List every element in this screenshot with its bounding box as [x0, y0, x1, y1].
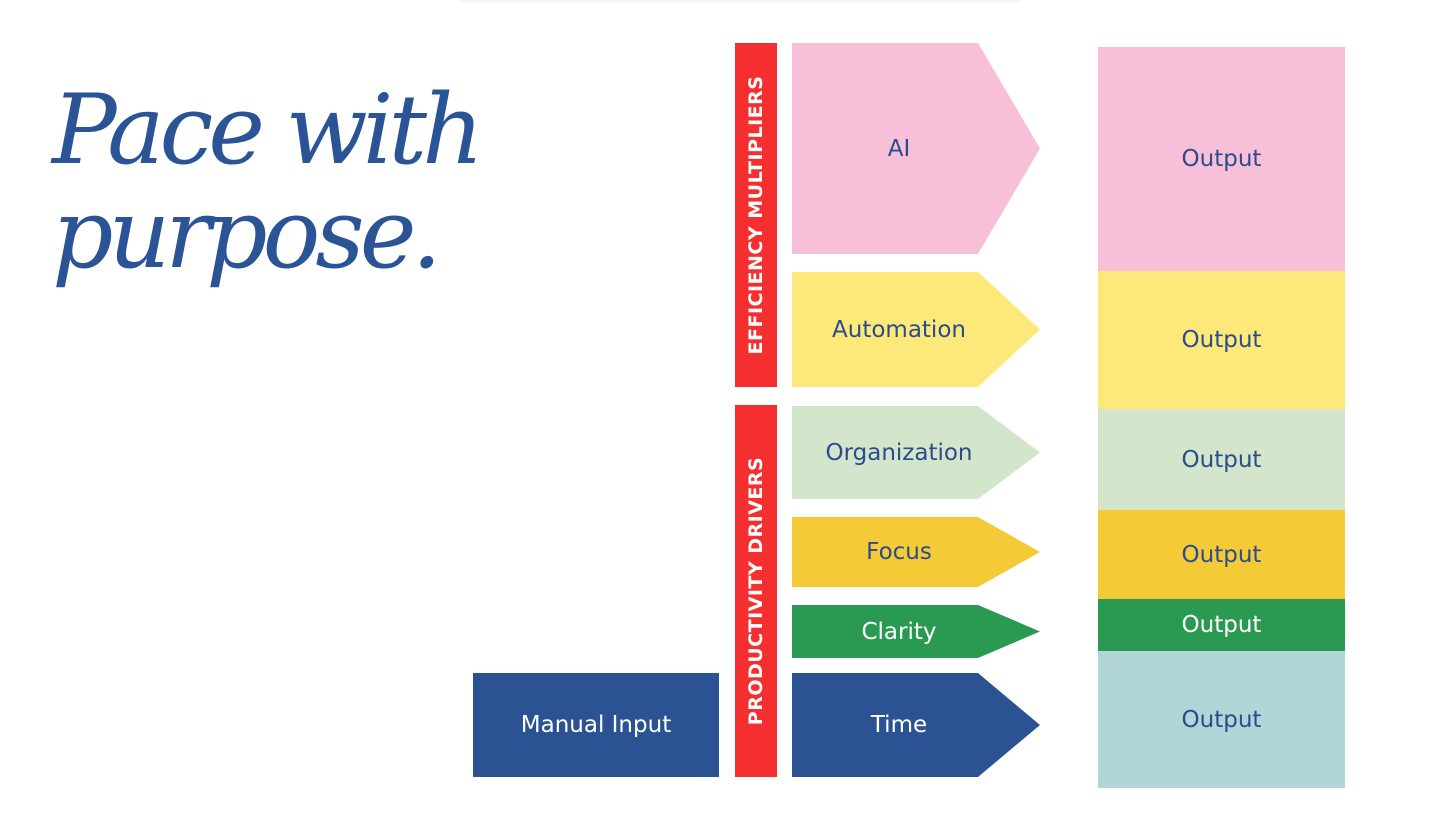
title-line-1: Pace with [52, 74, 484, 186]
driver-arrow-focus: Focus [792, 517, 1040, 587]
driver-label-organization: Organization [825, 439, 973, 466]
manual-input-block: Manual Input [473, 673, 719, 777]
page-title: Pace with purpose. [52, 74, 484, 290]
driver-arrow-time: Time [792, 673, 1040, 777]
output-block-focus: Output [1098, 510, 1345, 599]
title-line-2: purpose. [52, 178, 442, 290]
efficiency-multipliers-label: EFFICIENCY MULTIPLIERS [745, 75, 767, 355]
output-block-organization: Output [1098, 409, 1345, 510]
output-label-time: Output [1181, 706, 1262, 733]
driver-arrow-clarity: Clarity [792, 605, 1040, 658]
output-label-automation: Output [1181, 327, 1262, 353]
driver-arrow-organization: Organization [792, 406, 1040, 499]
driver-label-automation: Automation [832, 316, 966, 343]
manual-input-label: Manual Input [520, 712, 672, 738]
driver-label-clarity: Clarity [861, 618, 937, 645]
output-label-focus: Output [1181, 541, 1262, 568]
output-block-ai: Output [1098, 47, 1345, 271]
output-block-automation: Output [1098, 271, 1345, 409]
output-block-time: Output [1098, 651, 1345, 788]
efficiency-multipliers-bar: EFFICIENCY MULTIPLIERS [735, 43, 777, 387]
productivity-drivers-label: PRODUCTIVITY DRIVERS [745, 456, 767, 726]
driver-arrow-automation: Automation [792, 272, 1040, 387]
driver-label-focus: Focus [866, 539, 932, 565]
top-edge-shadow [460, 0, 1020, 4]
driver-arrow-ai: AI [792, 43, 1040, 254]
driver-label-time: Time [870, 712, 928, 738]
productivity-drivers-bar: PRODUCTIVITY DRIVERS [735, 405, 777, 777]
driver-label-ai: AI [887, 135, 911, 162]
output-block-clarity: Output [1098, 599, 1345, 651]
output-label-ai: Output [1181, 146, 1262, 172]
output-label-clarity: Output [1181, 612, 1262, 638]
output-label-organization: Output [1181, 446, 1262, 473]
